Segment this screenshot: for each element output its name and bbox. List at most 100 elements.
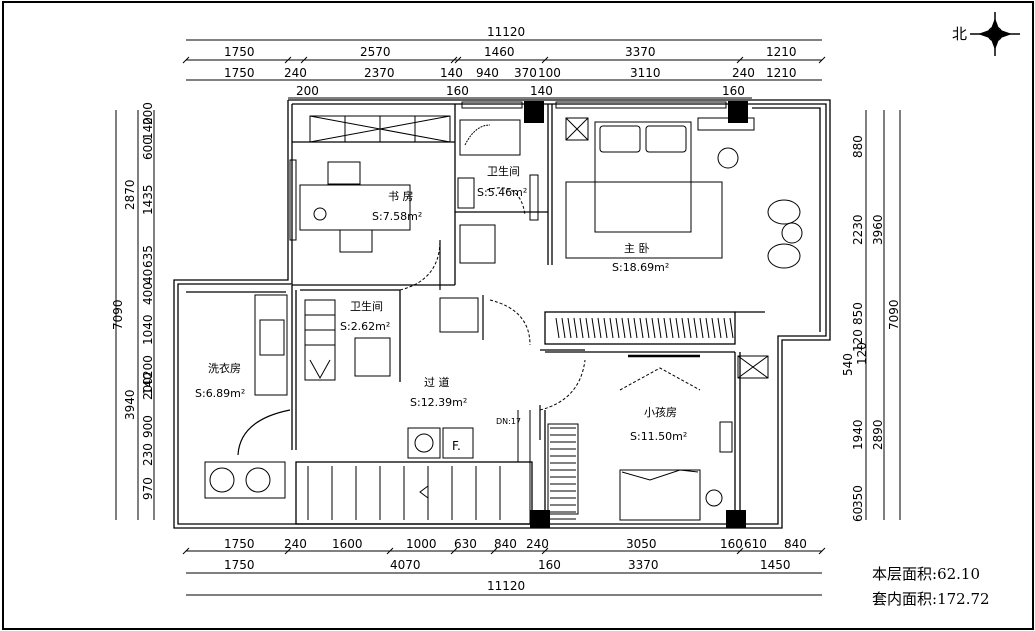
stair-label: DN:17	[496, 417, 521, 426]
dim-top-r2-9: 1210	[766, 66, 797, 80]
wardrobe-hanger-line	[639, 317, 644, 339]
wardrobe-hanger-line	[723, 317, 728, 339]
dim-left-d4: 635	[141, 245, 155, 268]
dim-left-d3: 1435	[141, 184, 155, 215]
dim-tick	[818, 547, 826, 555]
dim-tick	[182, 56, 190, 64]
dim-bot-r1-0: 1750	[224, 537, 255, 551]
dim-right-mid-1: 2890	[871, 419, 885, 450]
dim-left-d11: 900	[141, 415, 155, 438]
corridor-stairs	[407, 410, 531, 524]
wardrobe-hanger-line	[693, 317, 698, 339]
dim-left-d8: 200	[141, 355, 155, 378]
dim-left-d2: 600	[141, 137, 155, 160]
wardrobe-hanger-line	[687, 317, 692, 339]
dim-left-d9: 200	[141, 377, 155, 400]
dim-left-d5: 40	[141, 269, 155, 284]
wardrobe-hanger-line	[681, 317, 686, 339]
dim-top-r3-0: 200	[296, 84, 319, 98]
dim-right-in-3: 120	[851, 329, 865, 352]
bathroom-1-fixtures	[457, 119, 539, 264]
dim-top-r2-0: 1750	[224, 66, 255, 80]
wardrobe-hanger-line	[633, 317, 638, 339]
floor-area-label: 本层面积:	[872, 565, 938, 583]
room-laundry-name: 洗衣房	[208, 361, 241, 375]
wardrobe-hanger-line	[663, 317, 668, 339]
dim-right-in-7: 350	[851, 485, 865, 508]
dim-bot-r1-8: 160	[720, 537, 743, 551]
floor-area-value: 62.10	[937, 565, 981, 583]
dim-top-r1-3: 3370	[625, 45, 656, 59]
wardrobe-hanger-line	[645, 317, 650, 339]
dim-tick	[450, 56, 458, 64]
interior-area-label: 套内面积:	[872, 590, 938, 608]
room-master-name: 主 卧	[624, 242, 650, 255]
dim-bot-r2-1: 4070	[390, 558, 421, 572]
structural-columns	[524, 101, 748, 528]
dim-left-lower: 3940	[123, 389, 137, 420]
dim-bot-r1-3: 1000	[406, 537, 437, 551]
dim-bot-r1-9: 610	[744, 537, 767, 551]
wardrobe-hanger-line	[561, 317, 566, 339]
wardrobe-hanger-line	[555, 317, 560, 339]
dim-left-d6: 400	[141, 282, 155, 305]
dim-left-upper: 2870	[123, 179, 137, 210]
dim-top-r1-2: 1460	[484, 45, 515, 59]
dim-right-mid-0: 3960	[871, 214, 885, 245]
wardrobe-hanger-line	[621, 317, 626, 339]
kid-room-furniture	[547, 354, 769, 521]
wardrobe-hanger-line	[567, 317, 572, 339]
wardrobe-hanger-line	[591, 317, 596, 339]
dim-bot-r1-4: 630	[454, 537, 477, 551]
floor-area-line: 本层面积:62.10	[872, 563, 980, 584]
wardrobe-hanger-line	[603, 317, 608, 339]
interior-area-value: 172.72	[937, 590, 990, 608]
dim-bot-r2-4: 1450	[760, 558, 791, 572]
dim-left-overall: 7090	[111, 299, 125, 330]
dim-tick	[454, 56, 462, 64]
dim-top-r2-8: 240	[732, 66, 755, 80]
room-kid-name: 小孩房	[644, 406, 677, 419]
dim-top-r1-1: 2570	[360, 45, 391, 59]
wardrobe-hanger-line	[573, 317, 578, 339]
wardrobe-hanger-line	[597, 317, 602, 339]
fixture-label: F.	[452, 439, 461, 453]
wardrobe-hanger-line	[627, 317, 632, 339]
dimension-lines	[115, 39, 901, 596]
dim-right-outer: 7090	[887, 299, 901, 330]
room-bath1-area: S:5.46m²	[477, 186, 527, 199]
dim-top-r2-6: 100	[538, 66, 561, 80]
room-study-name: 书 房	[388, 190, 414, 203]
dim-tick	[818, 56, 826, 64]
door-leaves	[237, 240, 585, 456]
room-corridor-area: S:12.39m²	[410, 396, 467, 409]
dimension-texts: 11120 1750 2570 1460 3370 1210 1750 240 …	[111, 25, 901, 593]
dim-right-in-6: 1940	[851, 419, 865, 450]
dim-right-in-5: 120	[855, 342, 869, 365]
dim-bot-r1-5: 840	[494, 537, 517, 551]
room-corridor-name: 过 道	[424, 375, 450, 389]
dim-tick	[736, 56, 744, 64]
dim-bot-r1-10: 840	[784, 537, 807, 551]
dim-top-r1-0: 1750	[224, 45, 255, 59]
dim-right-in-2: 850	[851, 302, 865, 325]
wardrobe-hanger-line	[675, 317, 680, 339]
dim-bot-r1-2: 1600	[332, 537, 363, 551]
dim-top-r2-2: 2370	[364, 66, 395, 80]
dim-bot-r2-0: 1750	[224, 558, 255, 572]
dim-top-r3-3: 160	[722, 84, 745, 98]
room-study-area: S:7.58m²	[372, 210, 422, 223]
room-laundry-area: S:6.89m²	[195, 387, 245, 400]
dim-top-r2-1: 240	[284, 66, 307, 80]
dim-right-in-4: 540	[841, 353, 855, 376]
dim-top-r3-1: 160	[446, 84, 469, 98]
dim-right-in-1: 2230	[851, 214, 865, 245]
dim-top-r2-5: 370	[514, 66, 537, 80]
dimension-ticks	[182, 56, 826, 555]
dim-bot-r1-7: 3050	[626, 537, 657, 551]
dim-top-overall: 11120	[487, 25, 525, 39]
dim-tick	[284, 547, 292, 555]
dim-tick	[490, 547, 498, 555]
dim-top-r2-4: 940	[476, 66, 499, 80]
dim-left-d0: 200	[141, 102, 155, 125]
